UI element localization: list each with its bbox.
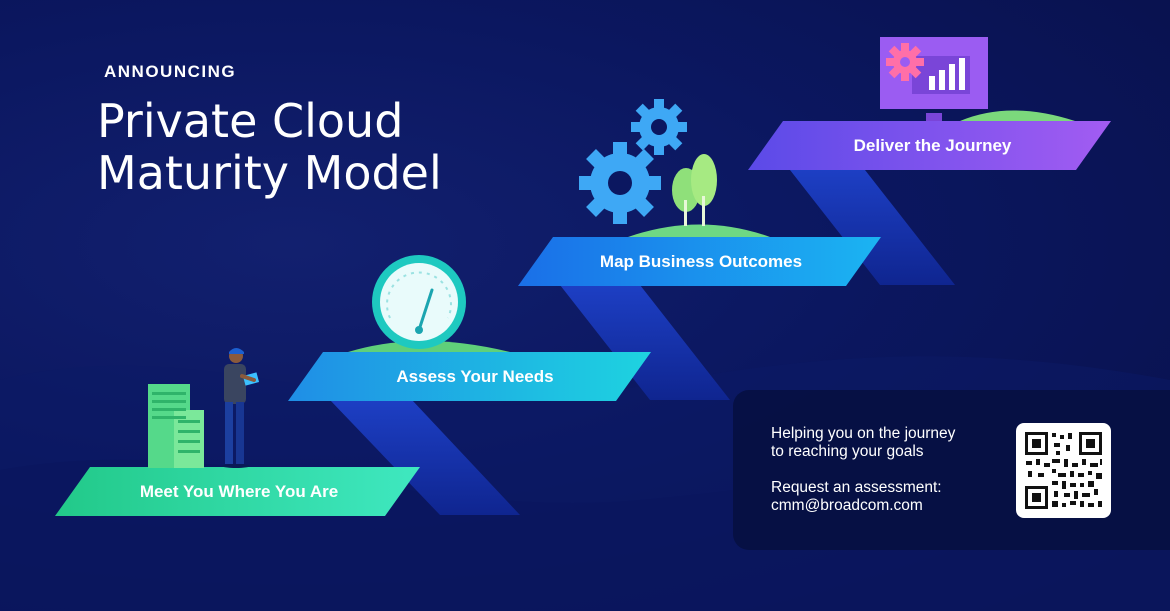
contact-email[interactable]: cmm@broadcom.com [771, 497, 923, 514]
assessment-label: Request an assessment: [771, 479, 942, 496]
info-text-line-1: Helping you on the journey [771, 425, 956, 442]
step-platform-2 [288, 352, 651, 401]
step-platform-4 [748, 121, 1111, 170]
step-label-deliver: Deliver the Journey [853, 136, 1012, 155]
page-title-line-2: Maturity Model [97, 146, 442, 200]
step-platform-3 [518, 237, 881, 286]
page-title-line-1: Private Cloud [97, 94, 404, 148]
buildings-icon [148, 384, 204, 468]
step-label-assess: Assess Your Needs [396, 367, 554, 386]
trees-icon [628, 154, 770, 237]
info-text-line-2: to reaching your goals [771, 443, 924, 460]
speedometer-icon [348, 255, 510, 352]
qr-code-icon[interactable] [1016, 423, 1111, 518]
person-with-tablet-icon [222, 348, 260, 468]
step-label-meet: Meet You Where You Are [139, 482, 339, 501]
announcement-kicker: ANNOUNCING [104, 62, 237, 81]
step-label-map: Map Business Outcomes [599, 252, 803, 271]
gears-icon [579, 99, 687, 224]
step-platform-1 [55, 467, 420, 516]
qr-code-pattern [1025, 432, 1102, 509]
monitor-chart-icon [880, 37, 1075, 121]
